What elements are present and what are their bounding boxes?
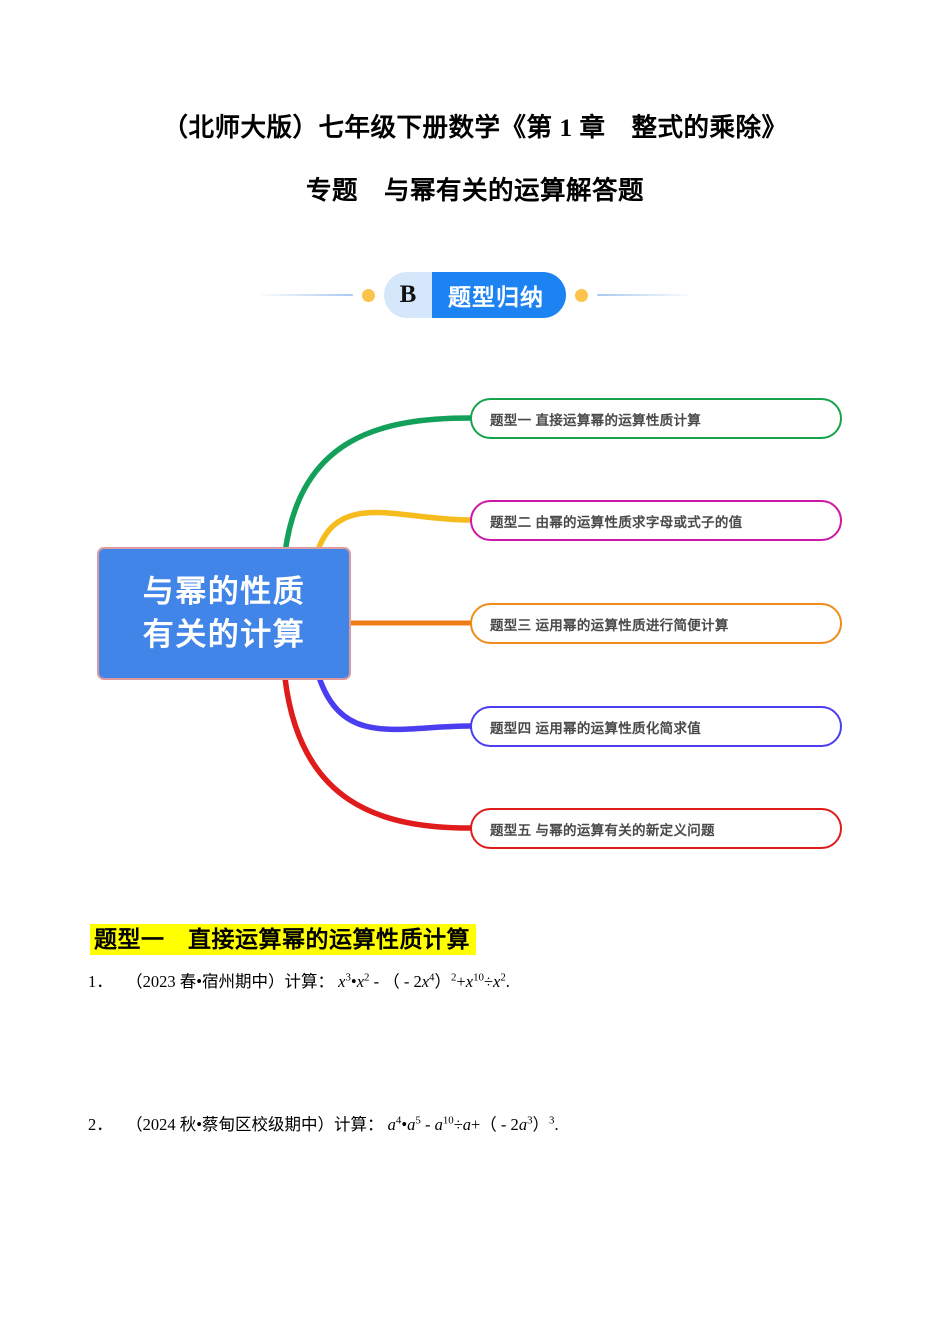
mindmap-connectors	[282, 415, 473, 831]
badge-rule-left	[261, 294, 353, 296]
mindmap-branch-4[interactable]: 题型四 运用幂的运算性质化简求值	[470, 706, 842, 747]
mindmap-center-node: 与幂的性质 有关的计算	[97, 547, 351, 680]
problem-item-2: 2． （2024 秋•蔡甸区校级期中）计算： a4•a5 - a10÷a+（ -…	[88, 1111, 878, 1135]
problem-item-1: 1． （2023 春•宿州期中）计算： x3•x2 - （ - 2x4）2+x1…	[88, 968, 878, 992]
problem-1-expression: x3•x2 - （ - 2x4）2+x10÷x2.	[338, 971, 510, 991]
section-badge-row: B 题型归纳	[0, 266, 950, 324]
badge-label: 题型归纳	[432, 272, 566, 318]
branch-5-label: 题型五 与幂的运算有关的新定义问题	[490, 822, 715, 838]
mindmap: 与幂的性质 有关的计算 题型一 直接运算幂的运算性质计算 题型二 由幂的运算性质…	[0, 378, 950, 868]
branch-3-label: 题型三 运用幂的运算性质进行简便计算	[490, 617, 729, 633]
branch-2-label: 题型二 由幂的运算性质求字母或式子的值	[490, 514, 743, 530]
connector-branch-1	[282, 415, 473, 556]
badge-dot-right-icon	[575, 288, 588, 302]
center-node-line-2: 有关的计算	[142, 616, 306, 652]
problem-2-number: 2．	[88, 1115, 113, 1134]
mindmap-branch-1[interactable]: 题型一 直接运算幂的运算性质计算	[470, 398, 842, 439]
page-title: （北师大版）七年级下册数学《第 1 章 整式的乘除》 专题 与幂有关的运算解答题	[0, 112, 950, 207]
branch-4-label: 题型四 运用幂的运算性质化简求值	[490, 720, 702, 736]
badge-rule-right	[597, 294, 689, 296]
badge-dot-left-icon	[362, 288, 375, 302]
problem-1-source: （2023 春•宿州期中）计算：	[126, 972, 335, 991]
problem-2-source: （2024 秋•蔡甸区校级期中）计算：	[126, 1115, 384, 1134]
center-node-line-1: 与幂的性质	[142, 574, 306, 610]
mindmap-branch-2[interactable]: 题型二 由幂的运算性质求字母或式子的值	[470, 500, 842, 541]
title-line-2: 专题 与幂有关的运算解答题	[305, 175, 644, 205]
section-heading: 题型一 直接运算幂的运算性质计算	[90, 920, 476, 955]
title-line-1: （北师大版）七年级下册数学《第 1 章 整式的乘除》	[162, 113, 788, 142]
problem-1-number: 1．	[88, 972, 113, 991]
connector-branch-4	[317, 677, 473, 733]
mindmap-branch-3[interactable]: 题型三 运用幂的运算性质进行简便计算	[470, 603, 842, 644]
connector-branch-5	[282, 675, 473, 831]
badge-pill: B 题型归纳	[384, 272, 566, 318]
problem-2-expression: a4•a5 - a10÷a+（ - 2a3）3.	[387, 1114, 559, 1134]
section-heading-text: 题型一 直接运算幂的运算性质计算	[90, 924, 476, 955]
mindmap-branch-5[interactable]: 题型五 与幂的运算有关的新定义问题	[470, 808, 842, 849]
badge-letter: B	[384, 272, 432, 318]
branch-1-label: 题型一 直接运算幂的运算性质计算	[490, 412, 702, 428]
connector-branch-2	[315, 509, 473, 553]
